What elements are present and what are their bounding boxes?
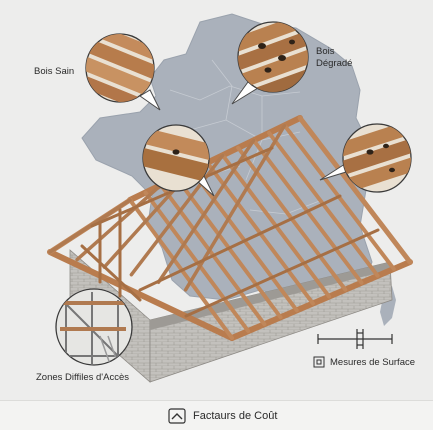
- surface-measure-icon: [313, 356, 325, 368]
- beetle-icon: [258, 39, 295, 73]
- footer-title: Factaurs de Coût: [193, 410, 278, 422]
- measuring-scale: [317, 329, 393, 349]
- label-healthy-wood: Bois Sain: [34, 66, 75, 77]
- callout-healthy-wood: [85, 33, 155, 103]
- label-surface-measures: Mesures de Surface: [330, 357, 416, 368]
- rafter: [128, 198, 234, 340]
- label-degraded-wood-line1: Bois: [316, 46, 335, 57]
- footer-bar: [0, 400, 433, 430]
- rafter: [298, 116, 412, 264]
- label-degraded-wood-line2: Dégradé: [316, 58, 353, 69]
- callout-truss-damage: [342, 123, 412, 193]
- label-access-zones: Zones Diffiles d'Accès: [36, 372, 129, 383]
- roof-icon: [168, 408, 186, 424]
- scaffolding-icon: [60, 292, 126, 365]
- callout-rafter-damage: [142, 124, 210, 192]
- roof-frame: [47, 115, 413, 341]
- callout-pointer-healthy: [139, 89, 161, 111]
- rafter-back: [48, 198, 132, 254]
- callout-scaffolding: [55, 288, 133, 366]
- callout-degraded-wood: [237, 21, 309, 93]
